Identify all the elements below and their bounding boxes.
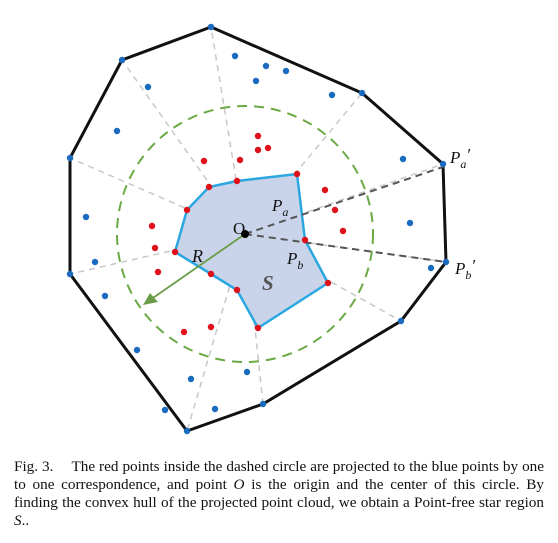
blue-point [243, 368, 251, 376]
caption-region-symbol: S [14, 512, 22, 529]
blue-point [118, 56, 126, 64]
blue-points [66, 23, 450, 435]
blue-point [358, 89, 366, 97]
blue-point [183, 427, 191, 435]
pb-prime-label: Pb′ [454, 256, 475, 282]
red-point [154, 268, 162, 276]
origin-label: O [233, 219, 245, 238]
radius-arrow [143, 233, 246, 305]
projection-line-pb [244, 233, 447, 263]
red-point [233, 286, 241, 294]
projection-line-pa [244, 166, 444, 235]
pa-prime-label: Pa′ [449, 145, 470, 171]
origin-point [241, 230, 249, 238]
blue-point [161, 406, 169, 414]
blue-point [231, 52, 239, 60]
red-point [324, 279, 332, 287]
pa-label: Pa [271, 196, 288, 219]
red-point [171, 248, 179, 256]
blue-point [442, 258, 450, 266]
blue-point [82, 213, 90, 221]
dashed-circle [116, 105, 374, 363]
red-point [233, 177, 241, 185]
region-label: S [262, 271, 274, 295]
spoke-line [244, 92, 363, 235]
blue-point [66, 154, 74, 162]
red-point [183, 206, 191, 214]
radius-label: R [191, 246, 203, 266]
projection-lines [244, 166, 447, 263]
red-point [151, 244, 159, 252]
caption-end: .. [21, 512, 30, 529]
red-point [180, 328, 188, 336]
blue-point [427, 264, 435, 272]
red-point [254, 324, 262, 332]
blue-point [259, 400, 267, 408]
blue-point [282, 67, 290, 75]
blue-point [187, 375, 195, 383]
blue-point [91, 258, 99, 266]
caption-body-2: is the origin and the center of this cir… [14, 476, 545, 511]
blue-point [113, 127, 121, 135]
red-point [200, 157, 208, 165]
red-point [293, 170, 301, 178]
red-points [148, 132, 347, 336]
red-point [205, 183, 213, 191]
blue-point [101, 292, 109, 300]
blue-point [406, 219, 414, 227]
red-point [264, 144, 272, 152]
red-point [331, 206, 339, 214]
spoke-line [69, 233, 246, 275]
red-point [148, 222, 156, 230]
pb-label: Pb [286, 249, 303, 272]
blue-point [252, 77, 260, 85]
caption-origin-symbol: O [233, 476, 245, 493]
blue-point [133, 346, 141, 354]
blue-point [397, 317, 405, 325]
red-point [321, 186, 329, 194]
red-point [301, 236, 309, 244]
red-point [254, 132, 262, 140]
red-point [236, 156, 244, 164]
red-point [254, 146, 262, 154]
caption-body-1: The red points inside the dashed circle … [14, 458, 544, 493]
blue-point [328, 91, 336, 99]
red-point [207, 323, 215, 331]
spoke-line [69, 157, 246, 235]
blue-point [399, 155, 407, 163]
blue-point [439, 160, 447, 168]
blue-point [66, 270, 74, 278]
figure-caption: Fig. 3.The red points inside the dashed … [14, 458, 544, 530]
blue-point [262, 62, 270, 70]
caption-lead: Fig. 3. [14, 458, 54, 475]
blue-point [211, 405, 219, 413]
blue-point [144, 83, 152, 91]
red-point [339, 227, 347, 235]
figure-canvas: O R S Pa Pb Pa′ Pb′ [66, 23, 475, 435]
blue-point [207, 23, 215, 31]
red-point [207, 270, 215, 278]
